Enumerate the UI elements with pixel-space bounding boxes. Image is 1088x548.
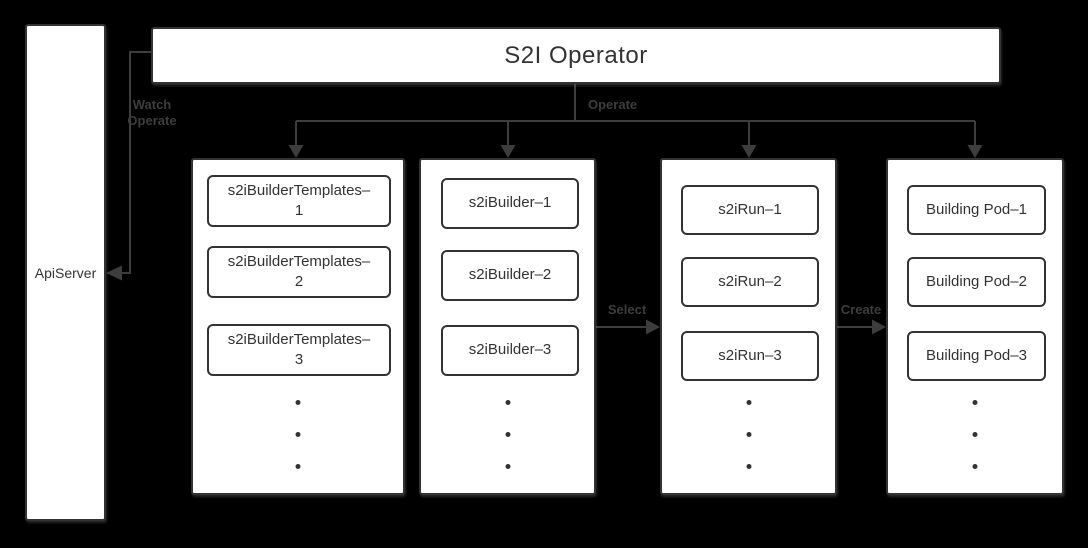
arrowhead-create xyxy=(872,319,886,335)
ellipsis-dot xyxy=(505,464,510,469)
ellipsis-dot xyxy=(972,464,978,469)
node-building-pod-3: Building Pod–3 xyxy=(907,331,1046,381)
column-builders: s2iBuilder–1 s2iBuilder–2 s2iBuilder–3 xyxy=(419,158,596,495)
node-builder-1: s2iBuilder–1 xyxy=(441,178,579,229)
edge-label-operate: Operate xyxy=(588,97,638,112)
ellipsis-dot xyxy=(972,432,978,437)
ellipsis-dot xyxy=(505,400,510,405)
api-server-label: ApiServer xyxy=(34,264,97,281)
node-run-2: s2iRun–2 xyxy=(681,257,819,307)
edge-label-watch-operate: Watch Operate xyxy=(127,97,177,128)
column-builder-templates: s2iBuilderTemplates– 1 s2iBuilderTemplat… xyxy=(191,158,405,495)
watch-operate-connector xyxy=(122,51,151,274)
arrowhead-to-apiserver xyxy=(106,265,122,281)
edge-label-select: Select xyxy=(607,302,647,317)
node-builder-template-2: s2iBuilderTemplates– 2 xyxy=(207,246,391,298)
arrowhead-to-runs xyxy=(741,145,757,158)
node-builder-template-3: s2iBuilderTemplates– 3 xyxy=(207,324,391,376)
arrowhead-to-builders xyxy=(500,145,516,158)
arrowhead-to-templates xyxy=(288,145,304,158)
ellipsis-dot xyxy=(746,400,751,405)
edge-label-create: Create xyxy=(840,302,882,317)
node-run-3: s2iRun–3 xyxy=(681,331,819,381)
ellipsis-dot xyxy=(295,464,301,469)
column-runs: s2iRun–1 s2iRun–2 s2iRun–3 xyxy=(660,158,837,495)
s2i-operator-title: S2I Operator xyxy=(504,41,648,69)
node-run-1: s2iRun–1 xyxy=(681,185,819,235)
node-building-pod-1: Building Pod–1 xyxy=(907,185,1046,235)
arrowhead-select xyxy=(646,319,660,335)
node-builder-template-1: s2iBuilderTemplates– 1 xyxy=(207,175,391,227)
ellipsis-dot xyxy=(746,432,751,437)
ellipsis-dot xyxy=(972,400,978,405)
api-server-box: ApiServer xyxy=(25,24,106,521)
ellipsis-dot xyxy=(505,432,510,437)
ellipsis-dot xyxy=(295,400,301,405)
s2i-operator-box: S2I Operator xyxy=(151,27,1001,84)
column-building-pods: Building Pod–1 Building Pod–2 Building P… xyxy=(886,158,1064,495)
node-builder-3: s2iBuilder–3 xyxy=(441,325,579,376)
node-building-pod-2: Building Pod–2 xyxy=(907,257,1046,307)
ellipsis-dot xyxy=(746,464,751,469)
arrowhead-to-pods xyxy=(967,145,983,158)
ellipsis-dot xyxy=(295,432,301,437)
node-builder-2: s2iBuilder–2 xyxy=(441,250,579,301)
